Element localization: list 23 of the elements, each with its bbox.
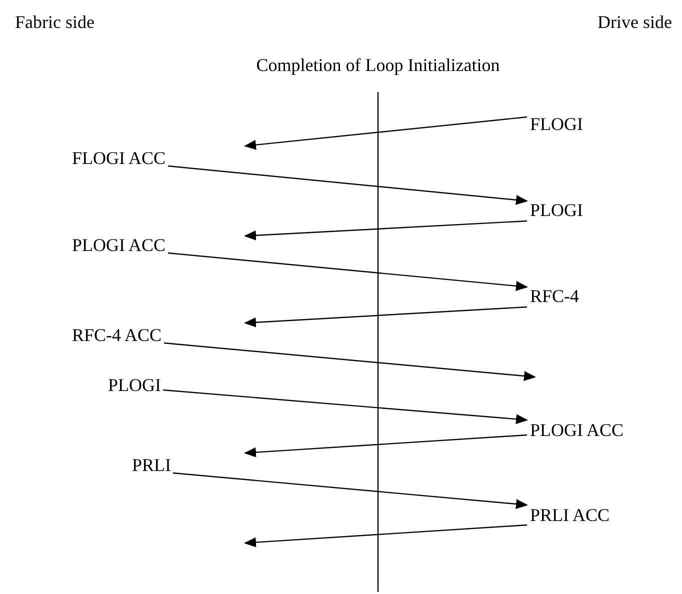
- message-label: PLOGI: [530, 199, 583, 221]
- message-label: FLOGI ACC: [72, 147, 166, 169]
- message-label: PLOGI ACC: [72, 234, 166, 256]
- arrow: [244, 434, 528, 458]
- message-label: FLOGI: [530, 113, 583, 135]
- section-heading: Completion of Loop Initialization: [256, 54, 500, 76]
- side-heading: Fabric side: [15, 11, 94, 33]
- arrow: [244, 306, 528, 328]
- side-heading: Drive side: [598, 11, 672, 33]
- message-label: PLOGI: [108, 374, 161, 396]
- arrow: [168, 252, 528, 291]
- arrow: [168, 165, 528, 205]
- arrow: [244, 524, 528, 548]
- arrow: [164, 342, 536, 381]
- message-label: PRLI ACC: [530, 504, 610, 526]
- message-label: RFC-4 ACC: [72, 324, 162, 346]
- arrow: [162, 389, 528, 424]
- message-label: PRLI: [132, 454, 172, 476]
- arrow: [244, 116, 528, 150]
- message-label: PLOGI ACC: [530, 419, 624, 441]
- arrow: [244, 220, 528, 240]
- arrow: [172, 472, 528, 509]
- message-label: RFC-4: [530, 285, 580, 307]
